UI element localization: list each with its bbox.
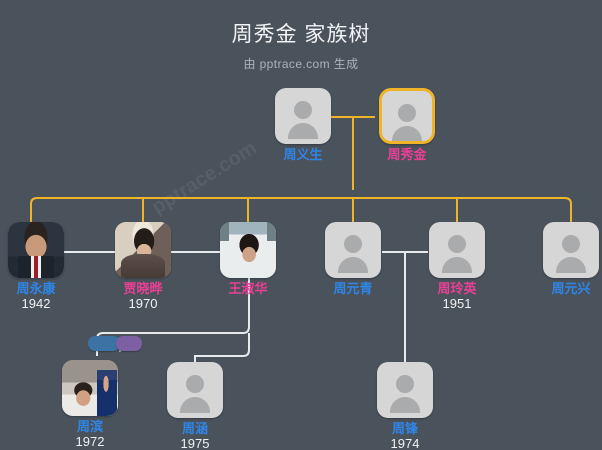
placeholder-body-icon <box>392 126 422 141</box>
avatar-zhou-yuanqing[interactable] <box>325 222 381 278</box>
person-name: 周滨 <box>76 419 103 434</box>
avatar-zhou-yongkang[interactable] <box>8 222 64 278</box>
portrait-photo <box>62 360 118 416</box>
person-name: 周元青 <box>333 281 373 296</box>
person-name: 周涵 <box>181 421 208 436</box>
person-card-zhou-xiujin[interactable]: 周秀金 <box>376 88 438 162</box>
placeholder-body-icon <box>556 257 586 273</box>
person-year: 1942 <box>21 296 51 311</box>
avatar-zhou-han[interactable] <box>167 362 223 418</box>
person-card-zhou-yisheng[interactable]: 周义生 <box>272 88 334 162</box>
portrait-photo <box>220 222 276 278</box>
portrait-photo <box>8 222 64 278</box>
collapsed-node-purple[interactable] <box>116 336 142 351</box>
avatar-jia-xiaoye[interactable] <box>115 222 171 278</box>
collapsed-node-blue[interactable] <box>88 336 120 351</box>
person-card-zhou-yuanqing[interactable]: 周元青 <box>322 222 384 296</box>
person-card-zhou-lingying[interactable]: 周玲英 1951 <box>426 222 488 311</box>
placeholder-head-icon <box>398 104 416 122</box>
person-card-zhou-han[interactable]: 周涵 1975 <box>164 362 226 450</box>
person-card-zhou-bin[interactable]: 周滨 1972 <box>59 360 121 449</box>
placeholder-head-icon <box>396 375 414 393</box>
placeholder-body-icon <box>288 123 318 139</box>
person-name: 周秀金 <box>387 147 427 162</box>
sibling-corner-left <box>30 197 38 222</box>
placeholder-head-icon <box>344 235 362 253</box>
person-name: 贾晓晔 <box>123 281 163 296</box>
placeholder-body-icon <box>338 257 368 273</box>
person-year: 1972 <box>75 434 105 449</box>
avatar-zhou-yuanxing[interactable] <box>543 222 599 278</box>
avatar-zhou-lingying[interactable] <box>429 222 485 278</box>
children-link-zhouhan <box>194 333 250 362</box>
person-card-jia-xiaoye[interactable]: 贾晓晔 1970 <box>112 222 174 311</box>
person-card-zhou-yuanxing[interactable]: 周元兴 <box>540 222 602 296</box>
person-year: 1975 <box>180 436 210 450</box>
placeholder-head-icon <box>448 235 466 253</box>
person-card-zhou-feng[interactable]: 周锋 1974 <box>374 362 436 450</box>
person-name: 周永康 <box>16 281 56 296</box>
person-year: 1951 <box>442 296 472 311</box>
person-name: 王淑华 <box>228 281 268 296</box>
person-name: 周锋 <box>391 421 418 436</box>
avatar-zhou-xiujin[interactable] <box>379 88 435 144</box>
placeholder-body-icon <box>180 397 210 413</box>
avatar-zhou-yisheng[interactable] <box>275 88 331 144</box>
sibling-corner-right <box>564 197 572 222</box>
avatar-zhou-feng[interactable] <box>377 362 433 418</box>
person-card-wang-shuhua[interactable]: 王淑华 <box>217 222 279 296</box>
person-year: 1974 <box>390 436 420 450</box>
person-name: 周义生 <box>283 147 323 162</box>
placeholder-head-icon <box>294 101 312 119</box>
placeholder-head-icon <box>186 375 204 393</box>
placeholder-body-icon <box>390 397 420 413</box>
person-card-zhou-yongkang[interactable]: 周永康 1942 <box>5 222 67 311</box>
placeholder-head-icon <box>562 235 580 253</box>
placeholder-body-icon <box>442 257 472 273</box>
person-year: 1970 <box>128 296 158 311</box>
person-name: 周玲英 <box>437 281 477 296</box>
avatar-wang-shuhua[interactable] <box>220 222 276 278</box>
avatar-zhou-bin[interactable] <box>62 360 118 416</box>
portrait-photo <box>115 222 171 278</box>
person-name: 周元兴 <box>551 281 591 296</box>
